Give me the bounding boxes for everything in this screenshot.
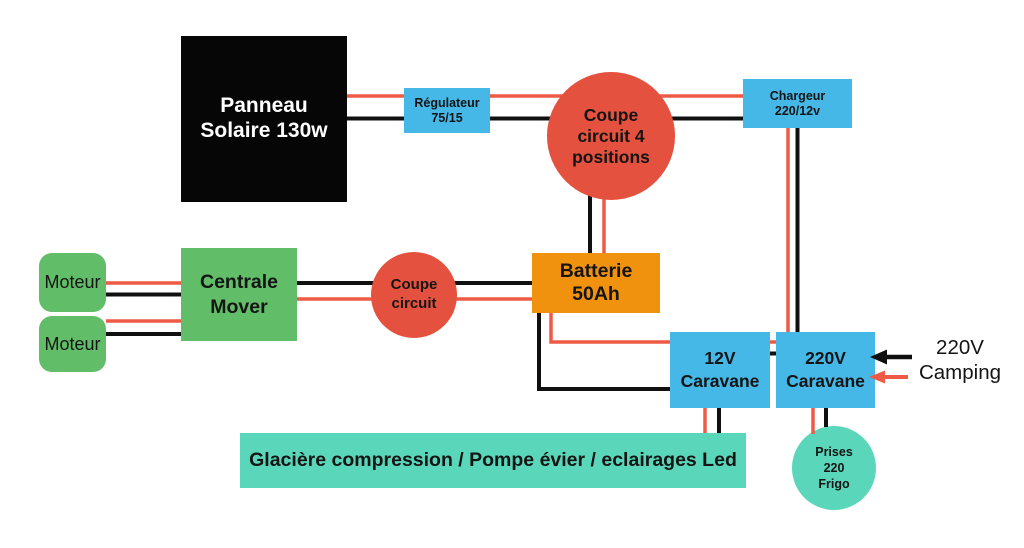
chargeur-box: Chargeur 220/12v — [743, 79, 852, 128]
prises-label-line3: Frigo — [818, 477, 850, 492]
camping-arrow-red-head — [869, 370, 885, 384]
coupe4-label-line3: positions — [572, 146, 650, 167]
caravane-12v-box: 12V Caravane — [670, 332, 770, 408]
caravane-220v-label-line2: Caravane — [786, 371, 865, 391]
coupe4-label-line1: Coupe — [583, 104, 639, 125]
camping-label-line2: Camping — [918, 361, 1002, 384]
batterie-label-line2: 50Ah — [572, 283, 620, 305]
caravane-220v-box: 220V Caravane — [776, 332, 875, 408]
centrale-mover-box: Centrale Mover — [181, 248, 297, 341]
coupe-circuit-4-positions-circle: Coupe circuit 4 positions — [547, 72, 675, 200]
coupe4-label-line2: circuit 4 — [577, 125, 645, 146]
caravane-12v-label-line2: Caravane — [680, 371, 760, 391]
panneau-label-line2: Solaire 130w — [200, 119, 328, 142]
glaciere-box: Glacière compression / Pompe évier / ecl… — [240, 433, 746, 488]
moteur-1-box: Moteur — [39, 253, 106, 312]
glaciere-label: Glacière compression / Pompe évier / ecl… — [249, 449, 737, 472]
panneau-label-line1: Panneau — [220, 94, 308, 118]
centrale-label-line1: Centrale — [199, 271, 279, 294]
prises-label-line1: Prises — [815, 444, 853, 459]
caravane-220v-label-line1: 220V — [805, 348, 846, 369]
chargeur-label-line1: Chargeur — [769, 89, 826, 104]
coupe2-label-line2: circuit — [391, 295, 437, 312]
caravane-12v-label-line1: 12V — [704, 348, 736, 369]
chargeur-label-line2: 220/12v — [774, 103, 821, 118]
moteur-2-label: Moteur — [44, 333, 101, 354]
moteur-2-box: Moteur — [39, 316, 106, 372]
camping-arrow-black-head — [870, 349, 887, 365]
centrale-label-line2: Mover — [210, 295, 268, 318]
camping-label-line1: 220V — [936, 336, 984, 360]
batterie-box: Batterie 50Ah — [532, 253, 660, 313]
batterie-label-line1: Batterie — [559, 259, 633, 282]
camping-220v-label: 220V Camping — [908, 336, 1012, 386]
wire-batterie-12v-black — [537, 313, 670, 391]
coupe2-label-line1: Coupe — [390, 276, 438, 294]
regulateur-label-line1: Régulateur — [414, 96, 480, 111]
prises-label-line2: 220 — [823, 460, 845, 475]
coupe-circuit-circle: Coupe circuit — [371, 252, 457, 338]
prises-220-frigo-circle: Prises 220 Frigo — [792, 426, 876, 510]
regulateur-label-line2: 75/15 — [431, 110, 463, 125]
moteur-1-label: Moteur — [44, 272, 101, 293]
panneau-solaire-box: Panneau Solaire 130w — [181, 36, 347, 202]
regulateur-box: Régulateur 75/15 — [404, 88, 490, 133]
